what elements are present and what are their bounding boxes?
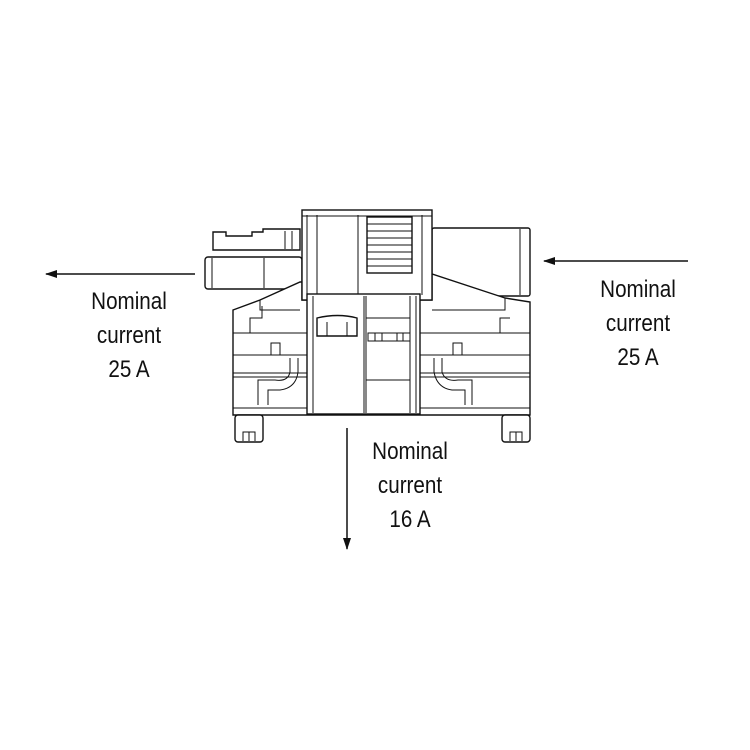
label-line: current [97, 322, 162, 349]
label-line: current [378, 472, 443, 499]
right-foot [501, 414, 531, 443]
central-slot [306, 293, 421, 415]
left-plug-lower [204, 256, 303, 290]
label-line: current [606, 310, 671, 337]
left-current-label: Nominal current 25 A [91, 288, 167, 383]
right-current-label: Nominal current 25 A [600, 276, 676, 371]
label-line: 25 A [108, 356, 149, 383]
label-line: Nominal [600, 276, 676, 303]
label-line: 25 A [617, 344, 658, 371]
top-block [301, 209, 433, 301]
label-line: Nominal [91, 288, 167, 315]
label-line: 16 A [389, 506, 430, 533]
connector-drawing [204, 209, 531, 443]
label-line: Nominal [372, 438, 448, 465]
bottom-current-label: Nominal current 16 A [372, 438, 448, 533]
left-foot [234, 414, 264, 443]
left-plug-upper [212, 228, 301, 251]
